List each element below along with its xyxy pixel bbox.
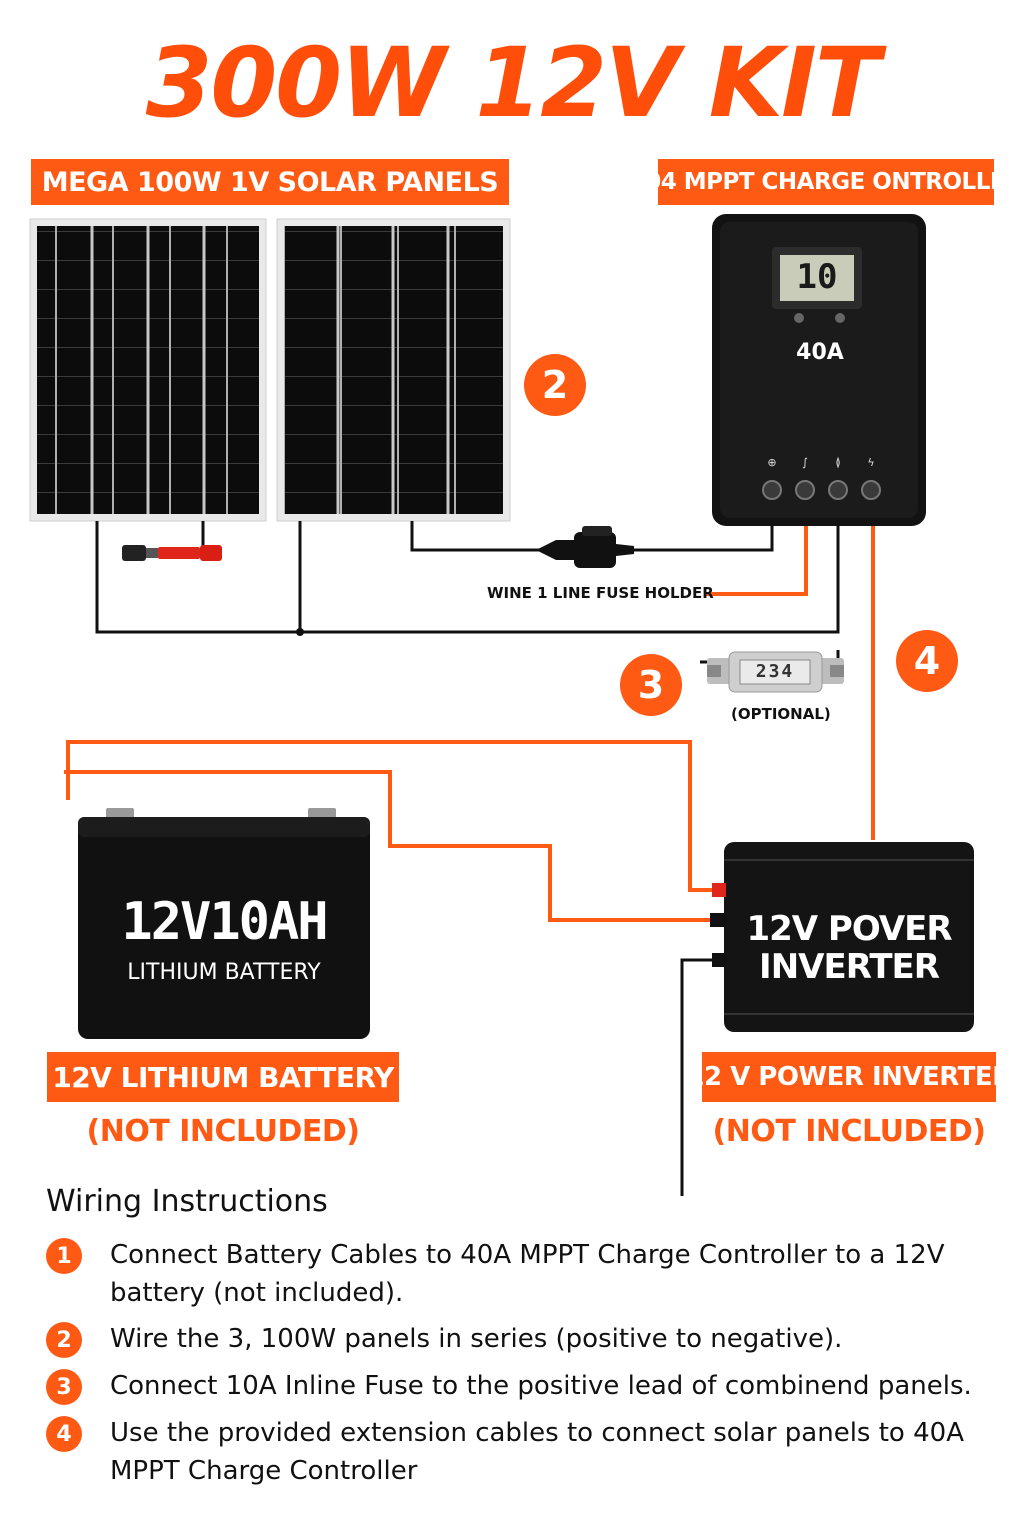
step-text: Use the provided extension cables to con…: [110, 1418, 964, 1486]
optional-caption: (OPTIONAL): [731, 705, 831, 723]
fuse-holder-caption: WINE 1 LINE FUSE HOLDER: [487, 584, 714, 602]
inverter-line-1: 12V POVER: [746, 909, 952, 949]
battery-capacity: 12V10AH: [121, 892, 328, 952]
inverter-line-2: INVERTER: [759, 947, 940, 987]
instructions-title: Wiring Instructions: [46, 1184, 328, 1219]
solar-panel-1: [29, 218, 267, 522]
battery-not-included: (NOT INCLUDED): [86, 1114, 360, 1149]
step-number: 4: [46, 1416, 82, 1452]
step-text: Wire the 3, 100W panels in series (posit…: [110, 1324, 843, 1354]
step-number: 3: [46, 1369, 82, 1405]
instruction-step: 4 Use the provided extension cables to c…: [46, 1414, 1006, 1490]
step-number: 2: [46, 1322, 82, 1358]
page-title: 300W 12V KIT: [145, 27, 881, 139]
monitor-meter: [707, 651, 844, 693]
battery-label: 12V LITHIUM BATTERY: [47, 1052, 399, 1102]
instruction-step: 3 Connect 10A Inline Fuse to the positiv…: [46, 1367, 1006, 1405]
orange-wires: [64, 520, 875, 922]
instruction-step: 1 Connect Battery Cables to 40A MPPT Cha…: [46, 1236, 1006, 1312]
step-number: 1: [46, 1238, 82, 1274]
instruction-step: 2 Wire the 3, 100W panels in series (pos…: [46, 1320, 1006, 1358]
inline-fuse-holder-icon: [536, 526, 634, 568]
charge-controller-label: 404 MPPT CHARGE ONTROLLER: [630, 159, 1023, 205]
svg-text:≬: ≬: [835, 456, 840, 469]
battery: [78, 808, 370, 1039]
inverter-not-included: (NOT INCLUDED): [712, 1114, 986, 1149]
controller-display: 10: [796, 257, 838, 297]
inverter-label: 12 V POWER INVERTER: [686, 1052, 1012, 1102]
step-text: Connect Battery Cables to 40A MPPT Charg…: [110, 1240, 945, 1308]
step-badge-3: 3: [620, 654, 682, 716]
svg-text:⊕: ⊕: [767, 456, 776, 469]
step-badge-4: 4: [896, 630, 958, 692]
controller-rating: 40A: [796, 340, 844, 365]
power-inverter: [710, 842, 974, 1032]
solar-panels-label: MEGA 100W 1V SOLAR PANELS: [31, 159, 509, 205]
svg-text:∫: ∫: [802, 456, 808, 469]
step-badge-2: 2: [524, 354, 586, 416]
mc4-connector-icon: [122, 521, 222, 561]
charge-controller: ⊕ ∫ ≬ ϟ: [712, 214, 926, 526]
solar-panel-2: [276, 218, 511, 522]
svg-text:ϟ: ϟ: [867, 456, 874, 469]
battery-type: LITHIUM BATTERY: [127, 960, 321, 985]
step-text: Connect 10A Inline Fuse to the positive …: [110, 1371, 972, 1401]
meter-digits: 234: [755, 661, 795, 682]
